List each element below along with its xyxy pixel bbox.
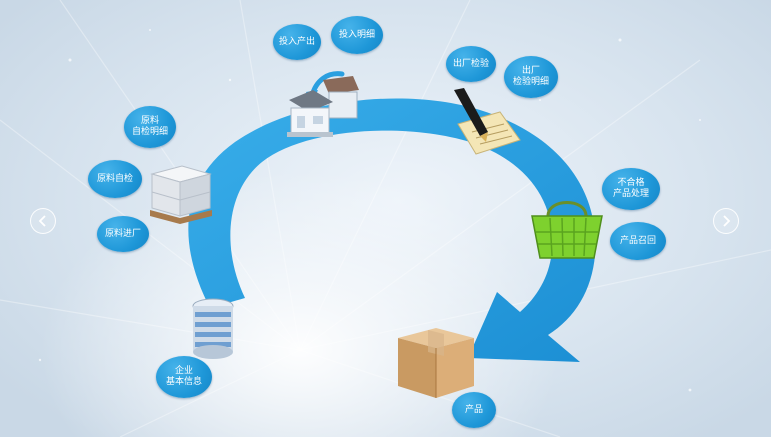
bubble-exit-inspection-detail[interactable]: 出厂 检验明细 [504,56,558,98]
bubble-enterprise-info[interactable]: 企业 基本信息 [156,356,212,398]
material-pallet-icon [150,165,212,224]
bubble-exit-inspection[interactable]: 出厂检验 [446,46,496,82]
product-box-icon [398,328,474,398]
warehouse-icon [287,76,359,137]
building-icon [192,298,234,359]
chevron-right-icon [723,215,731,227]
next-slide-button[interactable] [713,208,739,234]
bubble-nonconforming-handling[interactable]: 不合格 产品处理 [602,168,660,210]
bubble-material-selfcheck-detail[interactable]: 原料 自检明细 [124,106,176,148]
bubble-product[interactable]: 产品 [452,392,496,428]
shopping-basket-icon [531,201,603,259]
bubble-material-selfcheck[interactable]: 原料自检 [88,160,142,198]
prev-slide-button[interactable] [30,208,56,234]
bubble-input-detail[interactable]: 投入明细 [331,16,383,54]
bubble-input-output[interactable]: 投入产出 [273,24,321,60]
chevron-left-icon [38,215,46,227]
bubble-material-entry[interactable]: 原料进厂 [97,216,149,252]
inspection-pen-icon [454,88,521,155]
bubble-product-recall[interactable]: 产品召回 [610,222,666,260]
